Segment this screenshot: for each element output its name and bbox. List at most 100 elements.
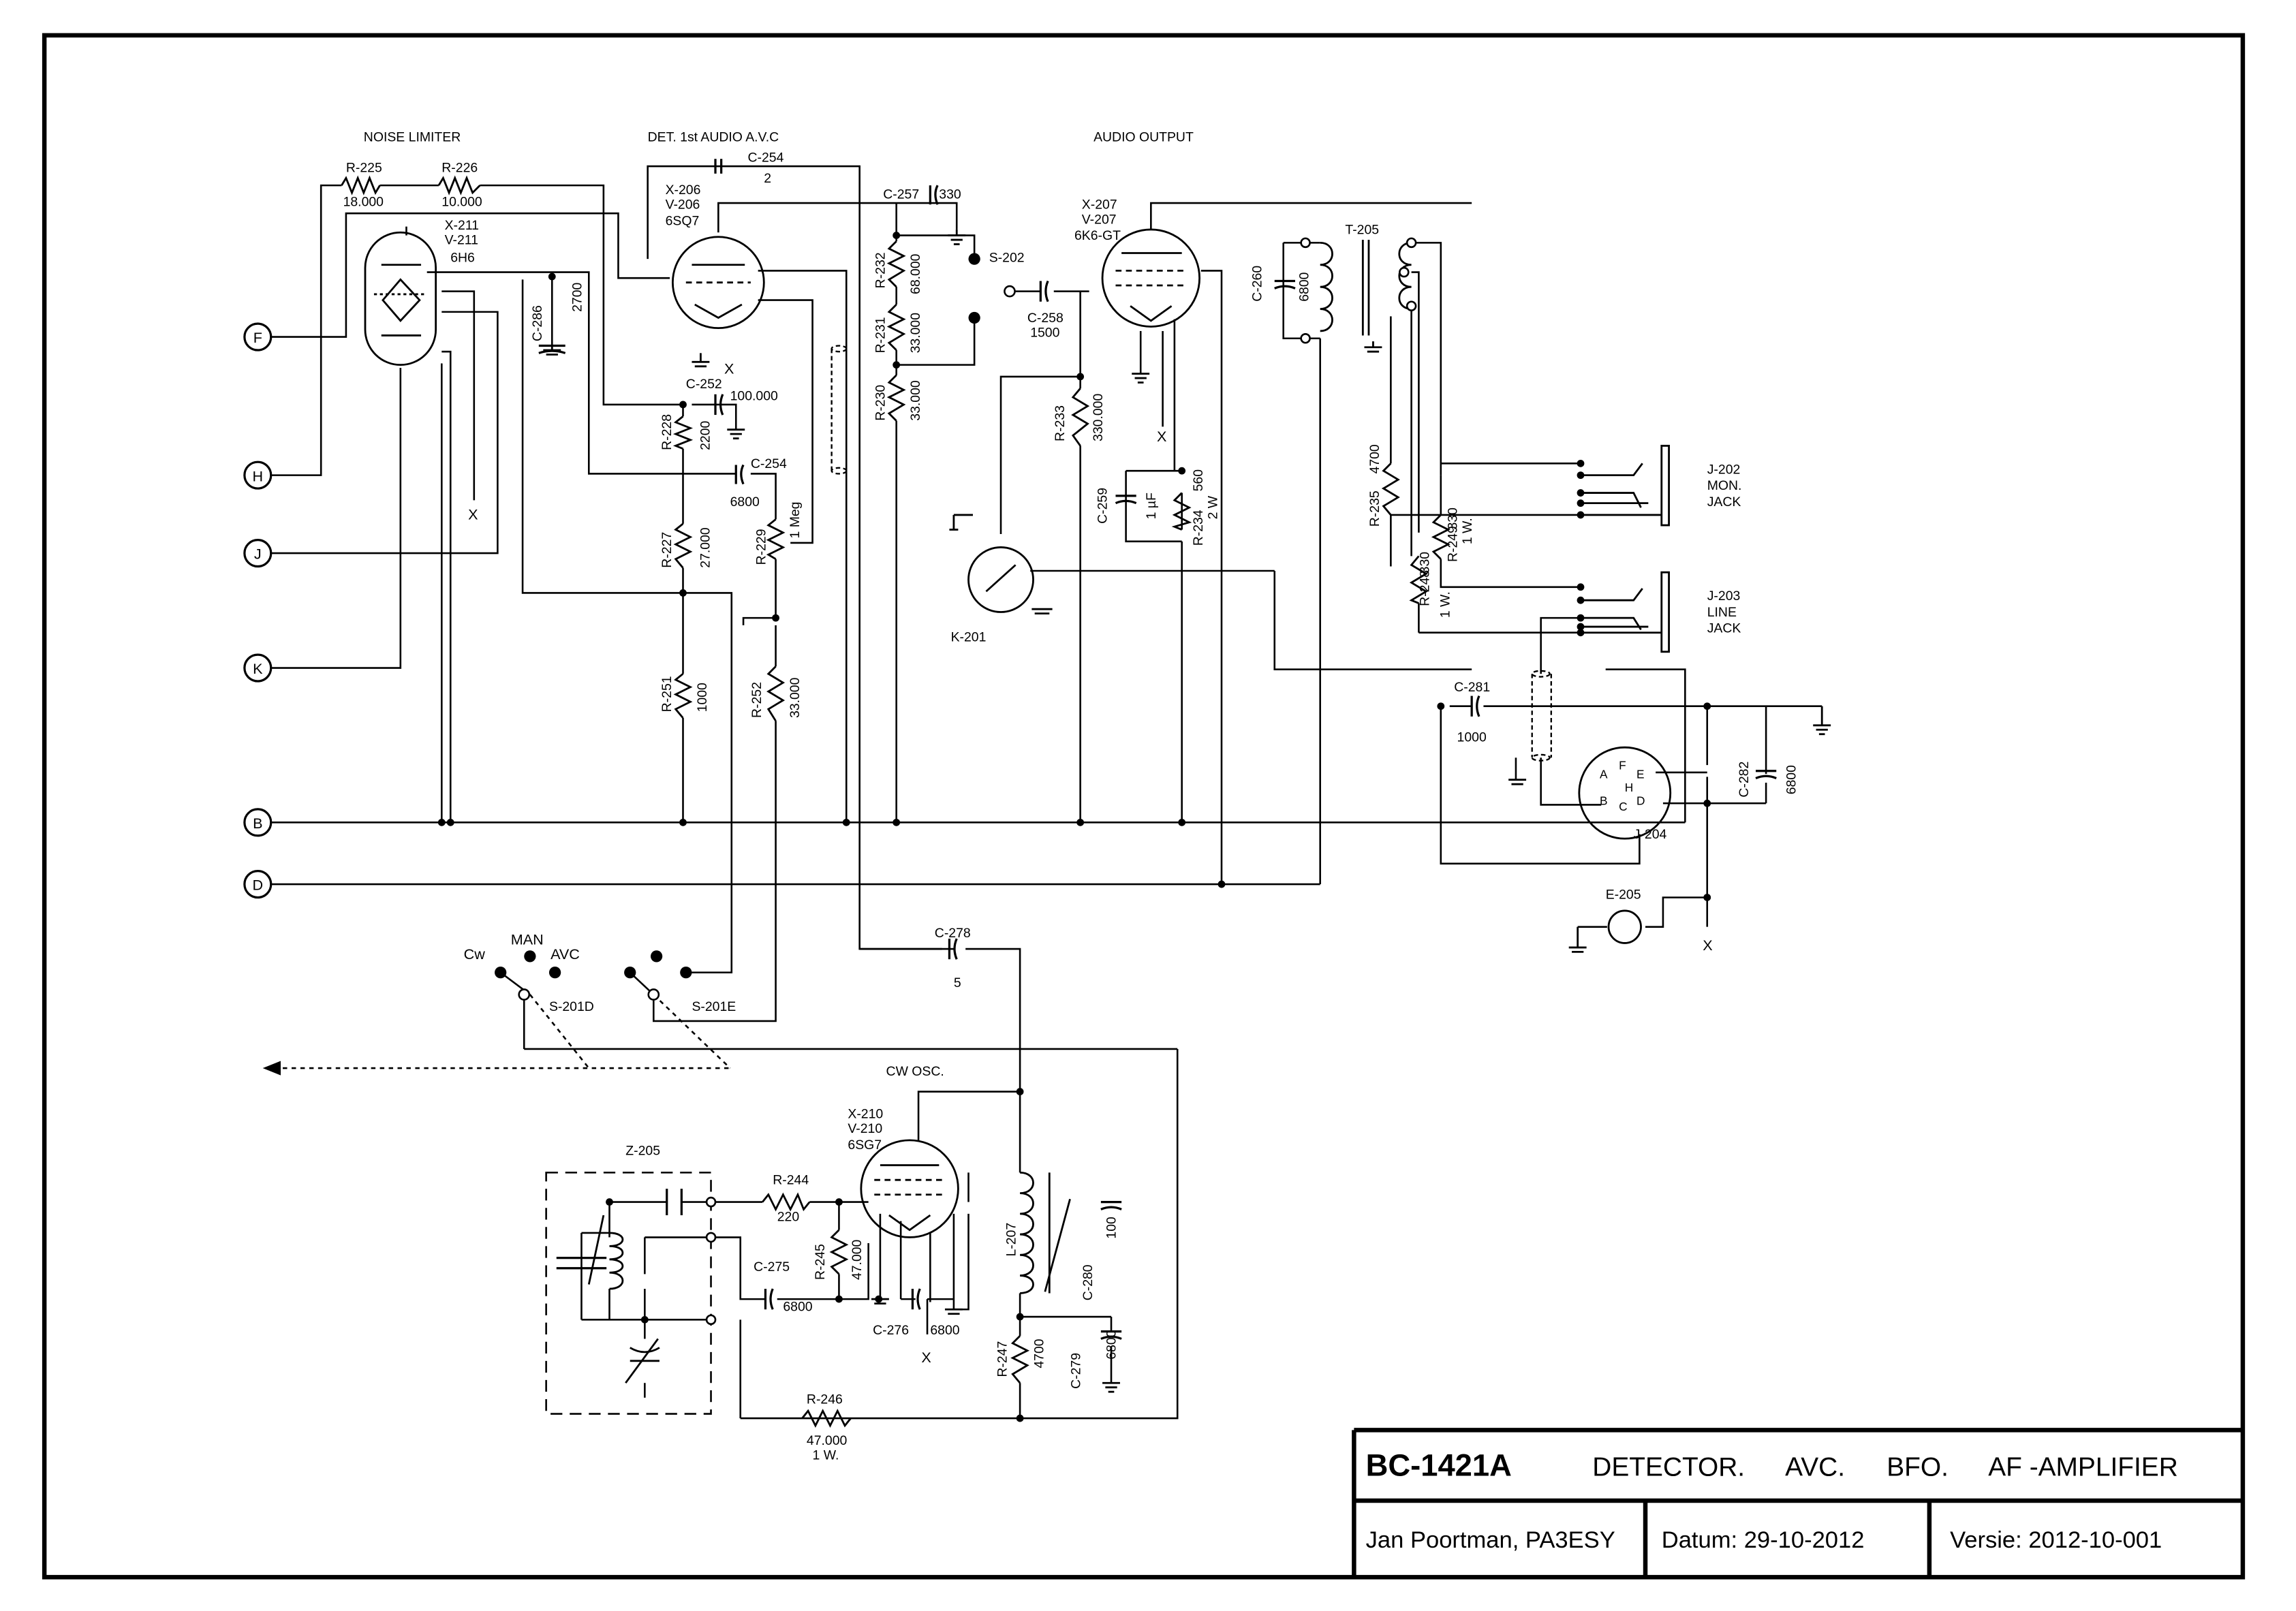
- svg-text:33.000: 33.000: [908, 313, 923, 354]
- svg-text:R-251: R-251: [660, 676, 674, 712]
- svg-text:6800: 6800: [1104, 1330, 1119, 1359]
- svg-text:C: C: [1619, 800, 1627, 813]
- tube-v211-6h6: [364, 231, 437, 366]
- svg-text:R-226: R-226: [441, 161, 478, 176]
- svg-text:R-235: R-235: [1367, 490, 1382, 527]
- connector-k: K: [243, 653, 273, 683]
- title-block: BC-1421A DETECTOR. AVC. BFO. AF -AMPLIFI…: [1352, 1428, 2243, 1578]
- svg-text:1000: 1000: [1457, 730, 1487, 745]
- drawing-frame: [42, 33, 2246, 1580]
- svg-text:R-227: R-227: [660, 532, 674, 568]
- resistor-r248: [1409, 555, 1428, 604]
- resistor-r234: [1171, 492, 1192, 531]
- svg-text:1 W.: 1 W.: [813, 1448, 839, 1463]
- svg-text:E: E: [1636, 768, 1645, 781]
- jack-j202: [1660, 445, 1670, 527]
- resistor-r251: [673, 673, 693, 719]
- svg-text:S-201E: S-201E: [692, 999, 736, 1014]
- lamp-e205: [1607, 909, 1642, 944]
- svg-text:C-254: C-254: [751, 456, 787, 471]
- connector-j: J: [243, 539, 273, 568]
- svg-text:R-252: R-252: [749, 682, 764, 718]
- svg-text:6800: 6800: [1784, 765, 1799, 794]
- component-labels: R-225 18.000 R-226 10.000 X-211 V-211 6H…: [343, 151, 1799, 1463]
- svg-text:V-207: V-207: [1082, 212, 1117, 227]
- svg-text:X: X: [921, 1349, 931, 1366]
- svg-text:V-206: V-206: [666, 198, 700, 213]
- resistor-r249: [1431, 514, 1450, 560]
- switch-s201: [262, 971, 731, 1415]
- svg-text:X: X: [468, 505, 478, 522]
- svg-text:R-245: R-245: [813, 1244, 828, 1280]
- svg-text:10.000: 10.000: [441, 194, 482, 209]
- svg-text:A: A: [1600, 768, 1608, 781]
- svg-text:C-254: C-254: [748, 151, 784, 166]
- resistors: [341, 175, 1450, 1428]
- svg-text:R-233: R-233: [1053, 405, 1068, 441]
- resistor-r231: [886, 304, 906, 351]
- title-author: Jan Poortman, PA3ESY: [1366, 1527, 1615, 1553]
- junction-dots: [437, 232, 1711, 1422]
- resistor-r230: [886, 374, 906, 422]
- bus-lines: [270, 165, 1822, 1420]
- svg-text:MAN: MAN: [511, 931, 544, 948]
- svg-text:R-234: R-234: [1191, 510, 1206, 546]
- svg-text:C-275: C-275: [754, 1260, 790, 1274]
- resistor-r228: [672, 416, 694, 450]
- title-desc-4: AF -AMPLIFIER: [1988, 1452, 2178, 1482]
- svg-text:100.000: 100.000: [730, 388, 778, 403]
- svg-text:33.000: 33.000: [908, 380, 923, 421]
- svg-text:6800: 6800: [930, 1323, 959, 1338]
- svg-text:R-225: R-225: [346, 161, 382, 176]
- resistor-r244: [762, 1192, 811, 1212]
- title-desc-2: AVC.: [1785, 1452, 1845, 1482]
- coil-z205: [609, 1232, 624, 1290]
- svg-text:C-276: C-276: [873, 1323, 909, 1338]
- svg-text:1500: 1500: [1030, 326, 1059, 341]
- svg-text:5: 5: [954, 975, 961, 990]
- resistor-r235: [1381, 463, 1400, 516]
- coil-l207: [1020, 1171, 1034, 1294]
- svg-text:330.000: 330.000: [1091, 394, 1106, 441]
- relay-k201: [967, 546, 1034, 613]
- resistor-r233: [1071, 388, 1090, 447]
- jack-j203: [1660, 571, 1670, 653]
- tube-symbols: [364, 228, 1672, 1238]
- svg-text:C-259: C-259: [1096, 488, 1111, 524]
- svg-text:R-248: R-248: [1418, 570, 1433, 606]
- svg-text:JACK: JACK: [1707, 621, 1741, 636]
- svg-text:S-201D: S-201D: [549, 999, 594, 1014]
- svg-text:33.000: 33.000: [788, 677, 803, 718]
- svg-text:X: X: [1157, 428, 1166, 445]
- svg-text:2700: 2700: [570, 282, 585, 311]
- svg-text:LINE: LINE: [1707, 605, 1737, 620]
- title-desc-3: BFO.: [1887, 1452, 1949, 1482]
- resistor-r246: [801, 1409, 852, 1428]
- svg-text:K-201: K-201: [951, 630, 987, 645]
- svg-text:C-280: C-280: [1081, 1264, 1096, 1300]
- svg-text:C-281: C-281: [1454, 680, 1490, 695]
- svg-text:6SQ7: 6SQ7: [666, 213, 700, 228]
- svg-text:4700: 4700: [1367, 444, 1382, 473]
- svg-text:47.000: 47.000: [850, 1239, 865, 1280]
- connector-f: F: [243, 322, 273, 351]
- svg-text:V-211: V-211: [445, 233, 478, 248]
- svg-text:100: 100: [1104, 1217, 1119, 1239]
- title-desc-1: DETECTOR.: [1592, 1452, 1745, 1482]
- svg-text:E-205: E-205: [1606, 888, 1641, 903]
- svg-text:68.000: 68.000: [908, 253, 923, 294]
- tube-v210-6sg7: [860, 1139, 959, 1238]
- svg-text:C-282: C-282: [1737, 762, 1752, 798]
- svg-text:330: 330: [1446, 507, 1461, 530]
- svg-text:R-232: R-232: [873, 252, 888, 288]
- svg-text:F: F: [1619, 759, 1626, 772]
- svg-text:F: F: [253, 329, 262, 346]
- svg-text:1 W.: 1 W.: [1438, 591, 1453, 618]
- svg-text:K: K: [253, 660, 263, 677]
- svg-text:X-207: X-207: [1082, 198, 1117, 213]
- connector-b: B: [243, 808, 273, 837]
- svg-text:6SG7: 6SG7: [848, 1138, 882, 1153]
- coils: [587, 1171, 1071, 1384]
- svg-text:L-207: L-207: [1004, 1223, 1019, 1257]
